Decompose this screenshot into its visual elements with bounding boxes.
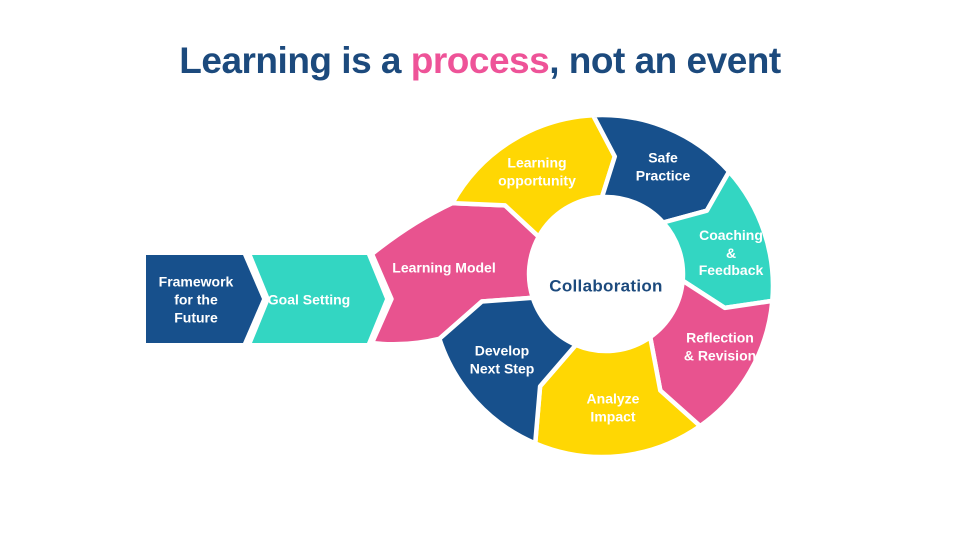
step-framework-for-the-future [146,255,262,343]
label-goal-setting: Goal Setting [267,291,351,308]
segment-develop-next-step [437,295,579,446]
page-title: Learning is a process, not an event [0,40,960,82]
title-highlight: process [410,40,550,81]
label-learning-opportunity: Learning opportunity [498,154,576,189]
label-develop-next-step: Develop Next Step [469,342,535,377]
label-coaching-feedback: Coaching & Feedback [698,226,764,278]
title-text-part2: , not an event [549,40,781,81]
label-reflection-revision: Reflection & Revision [683,329,757,364]
label-collaboration: Collaboration [549,276,663,296]
label-framework-for-the-future: Framework for the Future [158,273,234,327]
label-analyze-impact: Analyze Impact [586,390,640,425]
step-goal-setting [252,255,385,343]
title-text-part1: Learning is a [179,40,411,81]
label-learning-model: Learning Model [392,259,496,276]
step-learning-model [369,200,541,347]
label-safe-practice: Safe Practice [635,149,691,184]
